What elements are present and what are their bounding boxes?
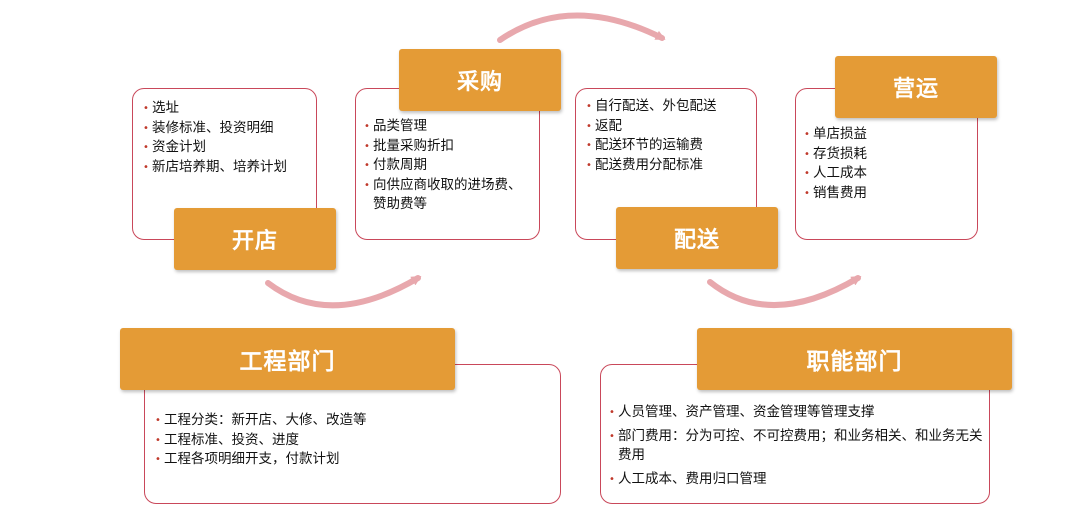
list-item: 人工成本、费用归口管理	[609, 470, 989, 490]
yingyun-label: 营运	[835, 56, 997, 118]
peisong-label: 配送	[616, 207, 778, 269]
list-item: 自行配送、外包配送	[586, 97, 756, 117]
gongcheng-list: 工程分类：新开店、大修、改造等 工程标准、投资、进度 工程各项明细开支，付款计划	[155, 411, 560, 470]
list-item: 工程各项明细开支，付款计划	[155, 450, 560, 470]
list-item: 存货损耗	[804, 145, 977, 165]
list-item: 批量采购折扣	[364, 137, 539, 157]
arrow-peisong-to-yingyun	[707, 275, 862, 309]
list-item: 配送环节的运输费	[586, 136, 756, 156]
caigou-list: 品类管理 批量采购折扣 付款周期 向供应商收取的进场费、赞助费等	[364, 117, 539, 215]
list-item: 装修标准、投资明细	[143, 119, 316, 139]
list-item: 工程分类：新开店、大修、改造等	[155, 411, 560, 431]
caigou-content-box: 品类管理 批量采购折扣 付款周期 向供应商收取的进场费、赞助费等	[355, 88, 540, 240]
list-item: 单店损益	[804, 125, 977, 145]
list-item: 部门费用：分为可控、不可控费用；和业务相关、和业务无关费用	[609, 427, 983, 466]
list-item: 配送费用分配标准	[586, 156, 756, 176]
list-item: 资金计划	[143, 138, 316, 158]
list-item: 新店培养期、培养计划	[143, 158, 316, 178]
peisong-list: 自行配送、外包配送 返配 配送环节的运输费 配送费用分配标准	[586, 97, 756, 175]
list-item: 向供应商收取的进场费、赞助费等	[364, 176, 523, 215]
arrow-caigou-to-peisong	[497, 12, 666, 43]
zhineng-list: 人员管理、资产管理、资金管理等管理支撑 部门费用：分为可控、不可控费用；和业务相…	[609, 403, 989, 489]
kaidian-content-box: 选址 装修标准、投资明细 资金计划 新店培养期、培养计划	[132, 88, 317, 240]
caigou-label: 采购	[399, 49, 561, 111]
list-item: 付款周期	[364, 156, 539, 176]
zhineng-label: 职能部门	[697, 328, 1012, 390]
kaidian-label: 开店	[174, 208, 336, 270]
arrow-kaidian-to-caigou	[265, 275, 422, 309]
list-item: 销售费用	[804, 184, 977, 204]
list-item: 人工成本	[804, 164, 977, 184]
list-item: 人员管理、资产管理、资金管理等管理支撑	[609, 403, 989, 423]
list-item: 品类管理	[364, 117, 539, 137]
gongcheng-label: 工程部门	[120, 328, 455, 390]
kaidian-list: 选址 装修标准、投资明细 资金计划 新店培养期、培养计划	[143, 99, 316, 177]
list-item: 工程标准、投资、进度	[155, 431, 560, 451]
list-item: 返配	[586, 117, 756, 137]
yingyun-list: 单店损益 存货损耗 人工成本 销售费用	[804, 125, 977, 203]
list-item: 选址	[143, 99, 316, 119]
